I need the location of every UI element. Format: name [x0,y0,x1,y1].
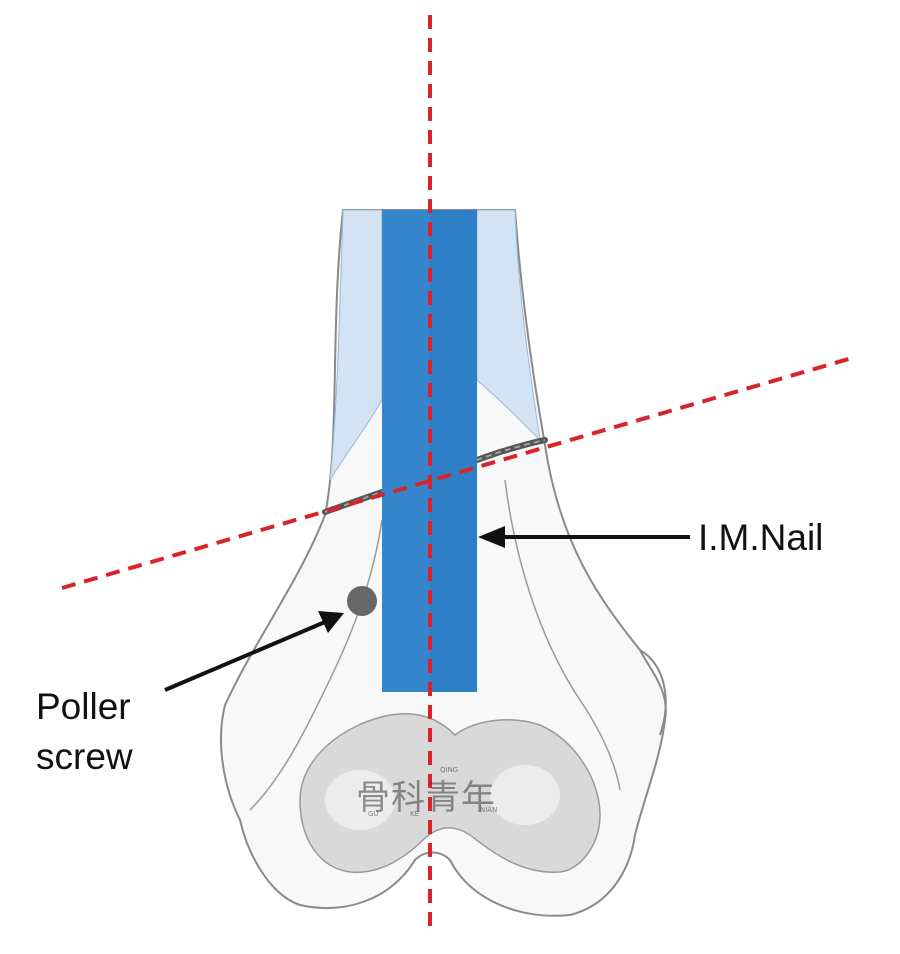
fracture-line-inner [324,439,546,513]
watermark-text: 骨科青年 [356,778,496,818]
condyle-highlight-left [325,770,395,830]
screw-arrow-shaft [164,620,326,692]
watermark-pinyin-3: QING [440,766,459,774]
cortex-right [476,209,541,442]
poller-screw [347,586,377,616]
nail-arrow-head [478,526,505,548]
poller-label-line1: Poller [36,686,131,727]
cortex-left [329,209,383,481]
watermark-pinyin-4: NIAN [480,806,498,814]
watermark-pinyin-2: KE [410,810,420,818]
condyle-highlight-right [490,765,560,825]
watermark-pinyin-1: GU [368,810,379,818]
canal-line-left [249,519,383,811]
condyle-cartilage [299,713,601,874]
epicondyle-right [639,649,667,736]
canal-line-right [504,479,621,791]
screw-arrow-head [318,611,344,633]
nail-label: I.M.Nail [698,517,824,558]
im-nail-shade [382,210,430,692]
poller-label-line2: screw [36,736,133,777]
